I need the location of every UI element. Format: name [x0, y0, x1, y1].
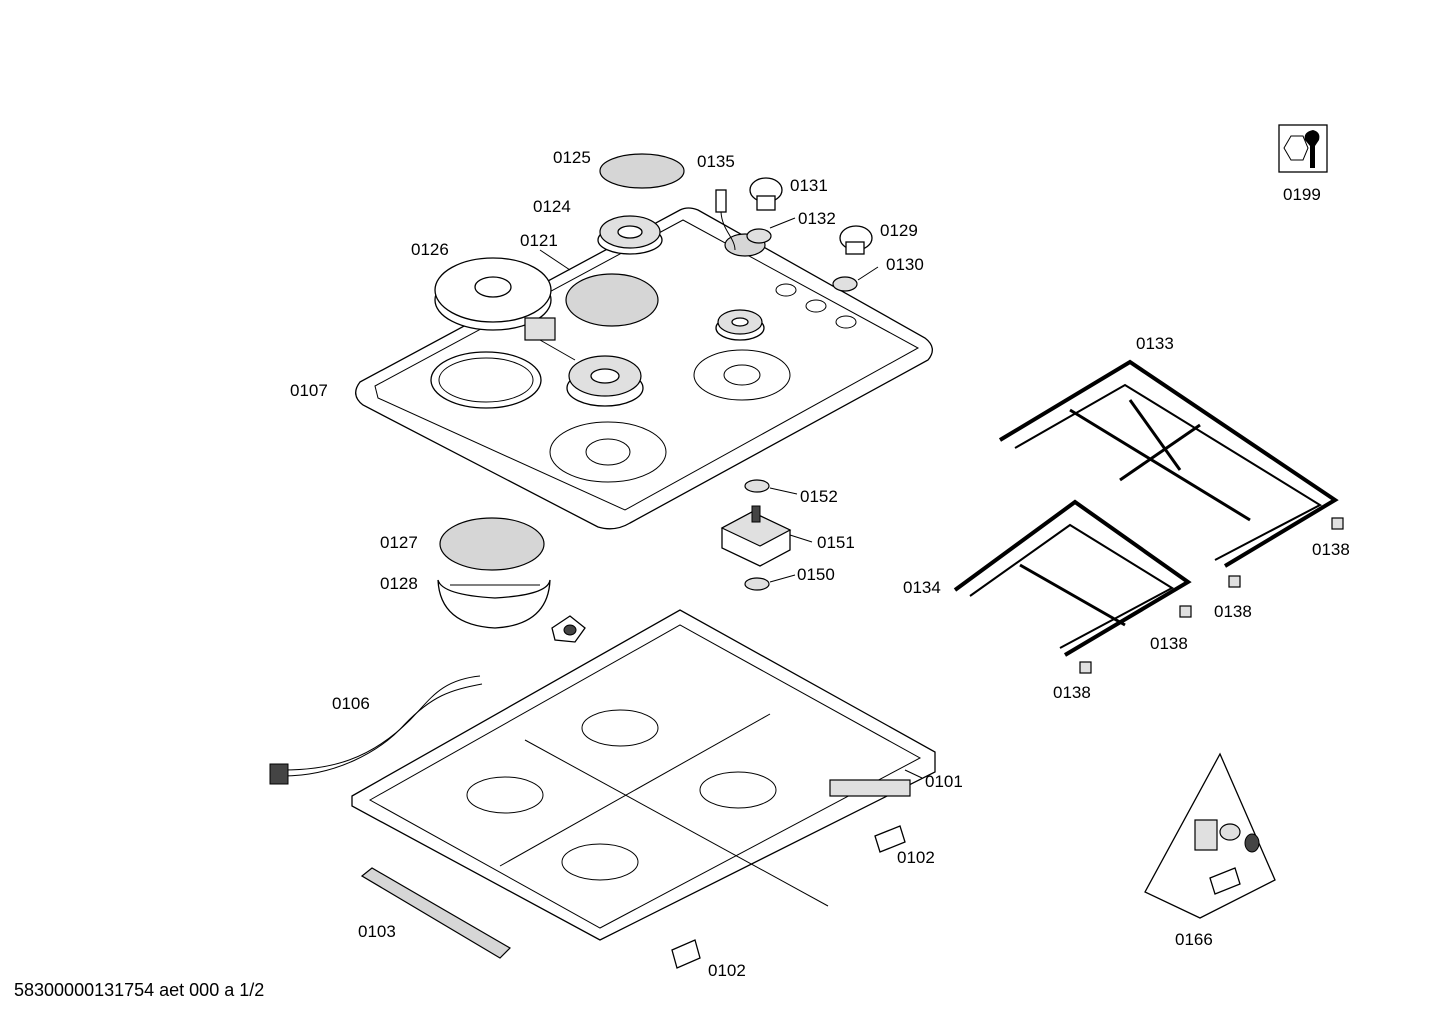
part-labels: 0125 0135 0131 0124 0132 0129 0126 0121 …: [290, 148, 1350, 980]
washer-0152: [744, 479, 770, 493]
burner-0124: [597, 215, 663, 255]
foot-0138: [1079, 661, 1092, 674]
foot-0138: [1331, 517, 1344, 530]
pan-support-0133: [998, 359, 1339, 568]
knob-0129: [839, 225, 873, 255]
label-0132: 0132: [798, 209, 836, 228]
ring-0132: [746, 228, 772, 244]
hotplate-0126: [434, 257, 576, 361]
bracket-0102: [671, 825, 906, 969]
label-0102: 0102: [708, 961, 746, 980]
label-0138: 0138: [1214, 602, 1252, 621]
burner-small: [715, 309, 765, 341]
cap-0127: [439, 517, 545, 571]
washer-0150: [744, 577, 770, 591]
cable-0106: [269, 675, 483, 785]
label-0166: 0166: [1175, 930, 1213, 949]
document-footer: 58300000131754 aet 000 a 1/2: [14, 980, 265, 1000]
clip: [551, 615, 586, 643]
switch-0151: [720, 505, 792, 567]
igniter-0135: [715, 189, 736, 251]
label-0127: 0127: [380, 533, 418, 552]
label-0106: 0106: [332, 694, 370, 713]
label-0138: 0138: [1053, 683, 1091, 702]
pan-support-0134: [953, 499, 1192, 657]
ring-0130: [832, 276, 858, 292]
leader-lines: [539, 217, 923, 779]
label-0150: 0150: [797, 565, 835, 584]
label-0103: 0103: [358, 922, 396, 941]
label-0151: 0151: [817, 533, 855, 552]
label-0138: 0138: [1150, 634, 1188, 653]
label-0126: 0126: [411, 240, 449, 259]
label-0125: 0125: [553, 148, 591, 167]
label-0199: 0199: [1283, 185, 1321, 204]
label-0107: 0107: [290, 381, 328, 400]
foot-0138: [1228, 575, 1241, 588]
label-0134: 0134: [903, 578, 941, 597]
label-0128: 0128: [380, 574, 418, 593]
knob-0131: [749, 177, 783, 211]
label-0135: 0135: [697, 152, 735, 171]
accessory-bag-0166: [1144, 752, 1276, 919]
label-0121: 0121: [520, 231, 558, 250]
foot-0138: [1179, 605, 1192, 618]
label-0133: 0133: [1136, 334, 1174, 353]
label-0129: 0129: [880, 221, 918, 240]
label-0101: 0101: [925, 772, 963, 791]
label-0152: 0152: [800, 487, 838, 506]
reflector-0128: [437, 579, 551, 629]
label-0130: 0130: [886, 255, 924, 274]
label-0131: 0131: [790, 176, 828, 195]
bottom-tray-0101: [351, 609, 936, 941]
burner-large: [566, 355, 644, 407]
label-0124: 0124: [533, 197, 571, 216]
label-0102: 0102: [897, 848, 935, 867]
strip-0103: [360, 867, 511, 959]
tool-icon: [1278, 124, 1328, 173]
label-0138: 0138: [1312, 540, 1350, 559]
burner-cap-0125: [599, 153, 685, 189]
